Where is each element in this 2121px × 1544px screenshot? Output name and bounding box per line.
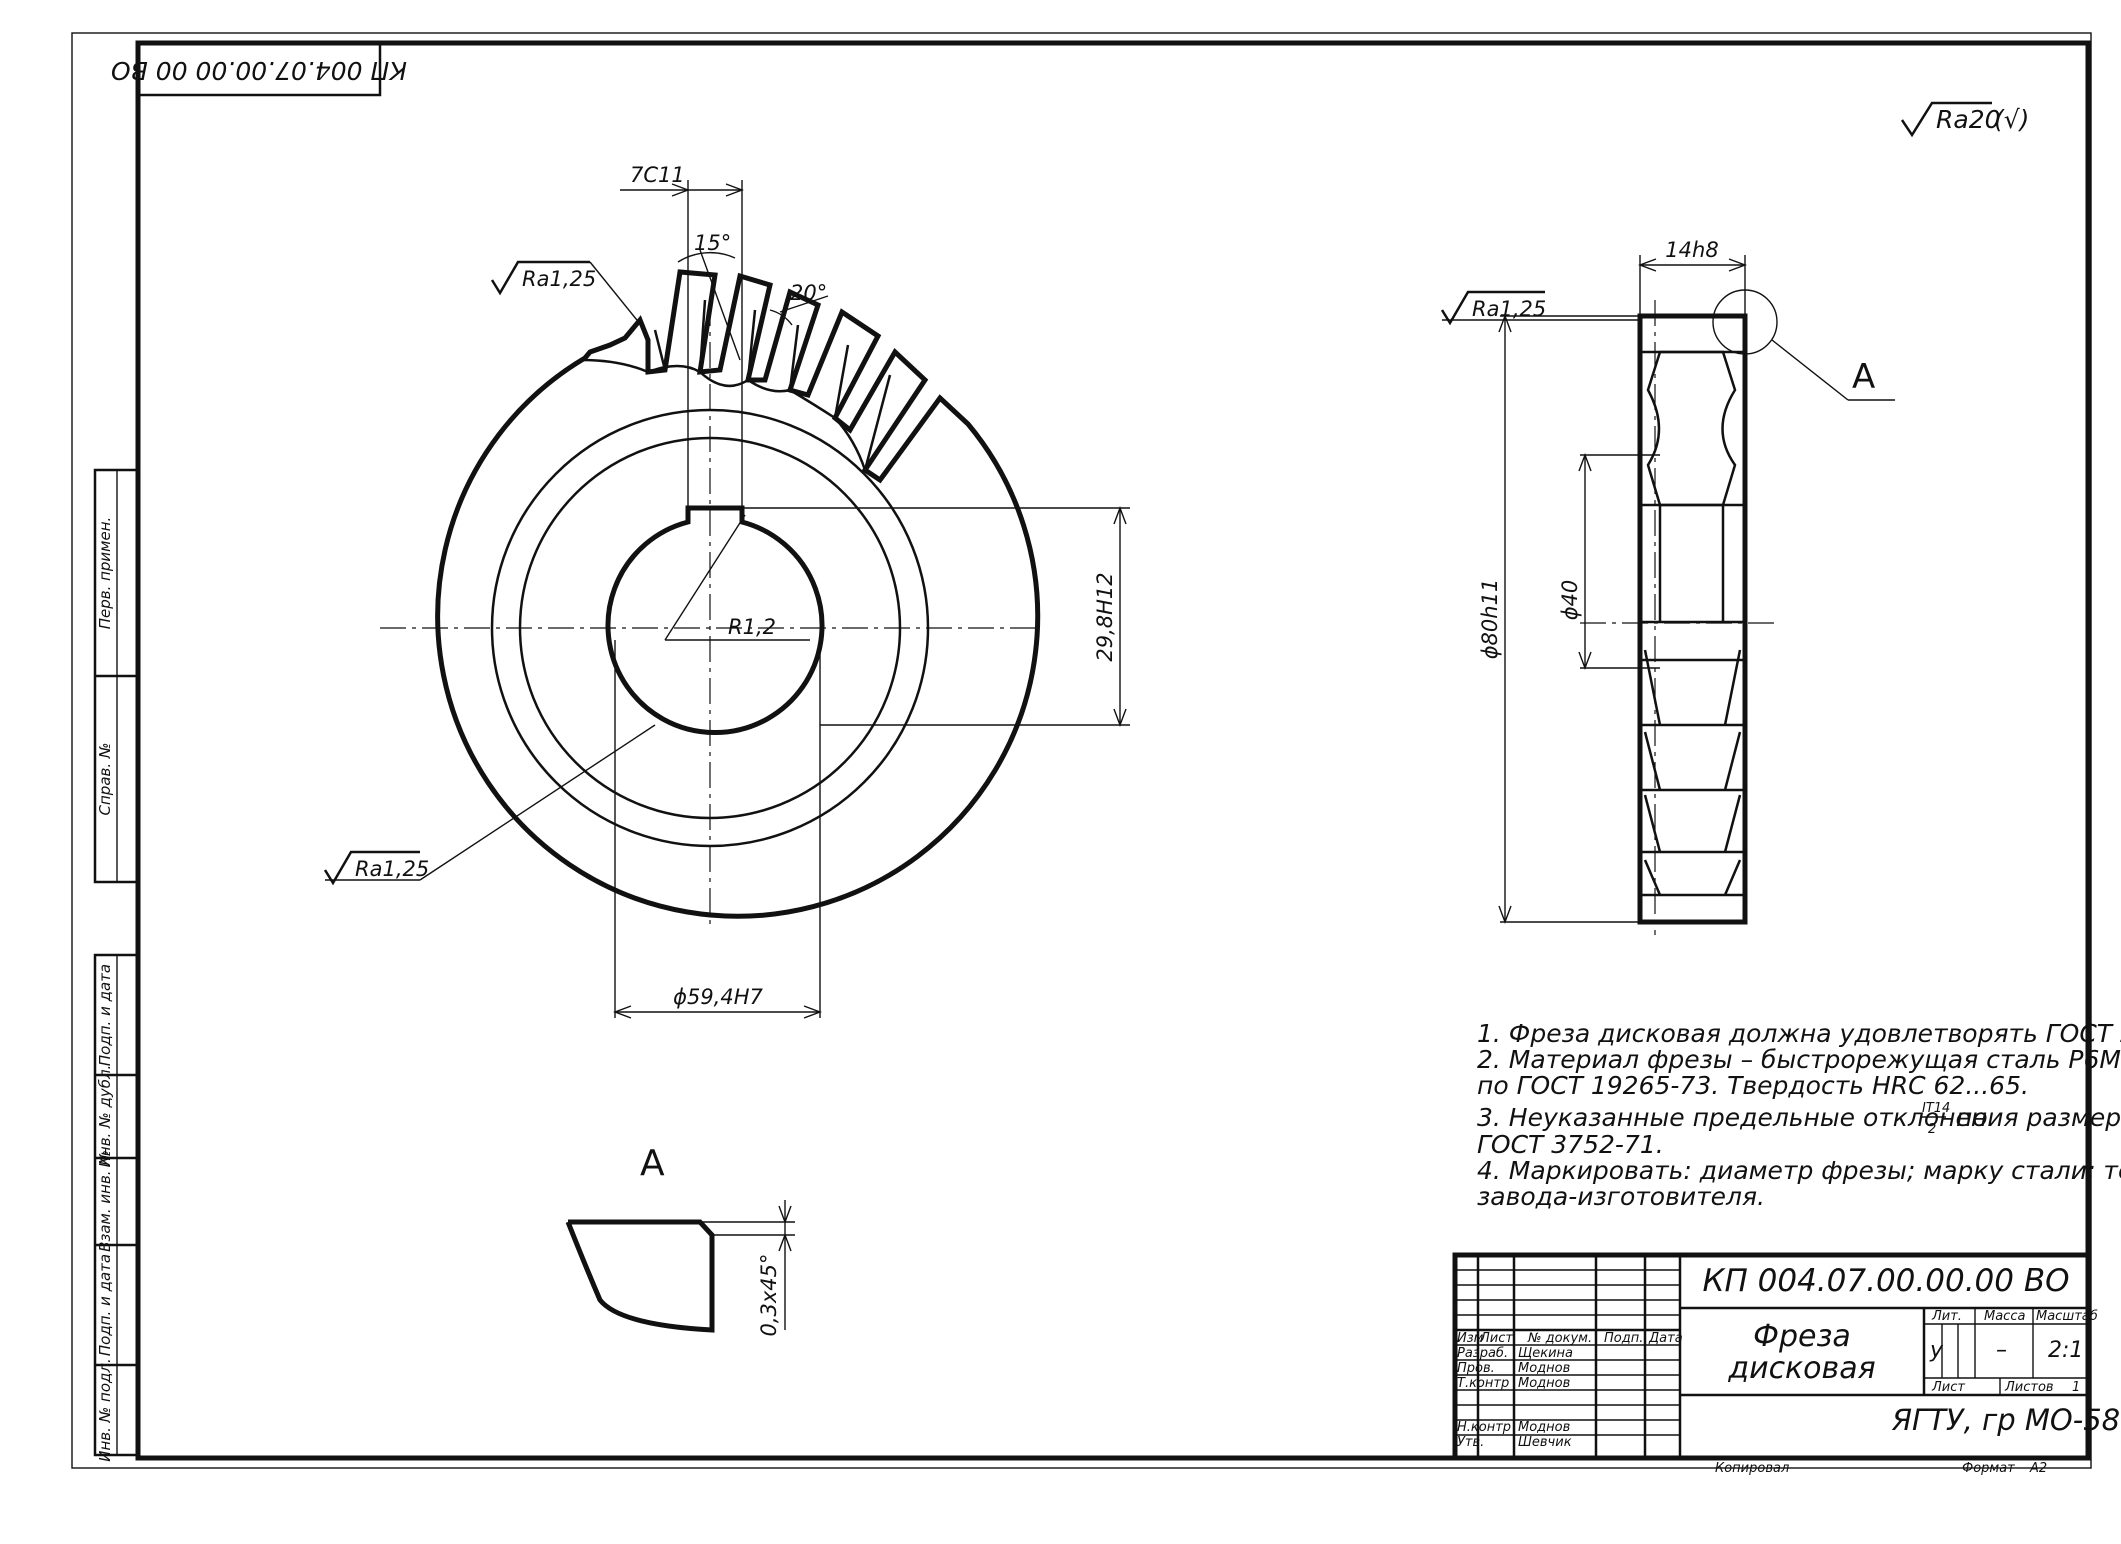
dim-roughness-1: Ra1,25 bbox=[522, 267, 596, 291]
tb-name-prov: Моднов bbox=[1518, 1361, 1570, 1376]
strip-inv-dubl: Инв. № дубл. bbox=[96, 1065, 114, 1168]
tb-name-razrab: Щекина bbox=[1518, 1346, 1573, 1361]
general-roughness-suffix: (√) bbox=[1994, 105, 2029, 134]
cutter-outer-contour bbox=[435, 269, 1041, 919]
dim-keyway: 7С11 bbox=[630, 163, 685, 187]
tb-row-utv: Утв. bbox=[1457, 1435, 1484, 1450]
bore-with-keyway bbox=[605, 505, 825, 736]
side-profile-outline bbox=[1637, 313, 1748, 925]
dim-outer: ϕ80h11 bbox=[1478, 579, 1502, 660]
tb-name-nkontr: Моднов bbox=[1518, 1420, 1570, 1435]
dim-roughness-2: Ra1,25 bbox=[355, 857, 429, 881]
roughness-symbol-3 bbox=[1440, 290, 1545, 326]
note-1: 1. Фреза дисковая должна удовлетворять Г… bbox=[1477, 1019, 2121, 1048]
detail-a-profile bbox=[565, 1219, 715, 1333]
tb-scale-value: 2:1 bbox=[2048, 1338, 2083, 1363]
tb-row-razrab: Разраб. bbox=[1457, 1346, 1508, 1361]
tb-doc-code: КП 004.07.00.00.00 ВО bbox=[1702, 1263, 2069, 1299]
roughness-symbol-1 bbox=[490, 260, 590, 296]
tb-name-utv: Шевчик bbox=[1518, 1435, 1572, 1450]
dim-chamfer: 0,3х45° bbox=[757, 1253, 781, 1336]
dim-radius: R1,2 bbox=[728, 615, 776, 639]
note-3a: 3. Неуказанные предельные отклонения раз… bbox=[1477, 1103, 2121, 1132]
gullet-profiles bbox=[581, 358, 881, 482]
tb-format-value: А2 bbox=[2029, 1461, 2047, 1476]
dim-width: 14h8 bbox=[1665, 238, 1718, 262]
tb-row-prov: Пров. bbox=[1457, 1361, 1495, 1376]
strip-sprav: Справ. № bbox=[96, 743, 114, 816]
dim-hub: ϕ40 bbox=[1558, 580, 1582, 621]
tb-mass-label: Масса bbox=[1984, 1309, 2025, 1324]
dim-angle-tooth: 20° bbox=[790, 281, 827, 305]
note-3-frac-num: IT14 bbox=[1922, 1101, 1950, 1116]
side-strip: Перв. примен. Справ. № Подп. и дата Инв.… bbox=[93, 468, 140, 1462]
tb-name-tkontr: Моднов bbox=[1518, 1376, 1570, 1391]
tb-row-tkontr: Т.контр bbox=[1457, 1376, 1509, 1391]
note-4a: 4. Маркировать: диаметр фрезы; марку ста… bbox=[1477, 1156, 2121, 1185]
side-view: А 14h8 ϕ80h11 ϕ40 Ra1,25 bbox=[1440, 238, 1895, 935]
roughness-symbol-2 bbox=[323, 850, 420, 886]
front-view: R1,2 29,8Н12 ϕ59,4Н7 7С11 15° 20° Ra1,25 bbox=[323, 163, 1130, 1019]
technical-notes: 1. Фреза дисковая должна удовлетворять Г… bbox=[1477, 1019, 2121, 1211]
tb-sheets-value: 1 bbox=[2072, 1380, 2080, 1395]
tb-col-doc: № докум. bbox=[1527, 1331, 1592, 1346]
strip-vzam-inv: Взам. инв. № bbox=[96, 1150, 114, 1252]
tb-lit-label: Лит. bbox=[1931, 1309, 1962, 1324]
dim-roughness-3: Ra1,25 bbox=[1472, 297, 1546, 321]
strip-perv-primen: Перв. примен. bbox=[96, 517, 114, 630]
note-2b: по ГОСТ 19265-73. Твердость HRC 62...65. bbox=[1477, 1071, 2029, 1100]
tb-scale-label: Масштаб bbox=[2036, 1309, 2098, 1324]
tb-organization: ЯГТУ, гр МО-58 bbox=[1891, 1403, 2120, 1437]
tb-part-name-2: дисковая bbox=[1727, 1351, 1875, 1386]
note-3c: ГОСТ 3752-71. bbox=[1477, 1130, 1664, 1159]
strip-inv-podl: Инв. № подл. bbox=[96, 1358, 114, 1461]
dim-angle-top: 15° bbox=[694, 231, 731, 255]
dim-bore: ϕ59,4Н7 bbox=[673, 985, 763, 1009]
tb-sheet-label: Лист bbox=[1931, 1380, 1965, 1395]
general-roughness: Ra20 (√) bbox=[1900, 101, 2029, 138]
note-2a: 2. Материал фрезы – быстрорежущая сталь … bbox=[1477, 1045, 2121, 1074]
note-4b: завода-изготовителя. bbox=[1477, 1182, 1765, 1211]
tb-sheets-label: Листов bbox=[2004, 1380, 2054, 1395]
top-stamp: КП 004.07.00.00 00 ВО bbox=[111, 41, 407, 97]
tb-format-label: Формат bbox=[1962, 1461, 2015, 1476]
dim-key-height: 29,8Н12 bbox=[1093, 572, 1117, 661]
drawing-frame bbox=[135, 40, 2091, 1461]
side-section-hatched bbox=[1646, 350, 1737, 507]
recess-circle-inner bbox=[518, 436, 902, 820]
tooth-relief-lines bbox=[653, 299, 932, 481]
tb-col-izm: Изм bbox=[1457, 1331, 1484, 1346]
top-stamp-code: КП 004.07.00.00 00 ВО bbox=[111, 56, 407, 85]
detail-a-title: А bbox=[640, 1143, 665, 1184]
note-3b: по bbox=[1956, 1103, 1988, 1132]
strip-podp-data-1: Подп. и дата bbox=[96, 964, 114, 1066]
side-teeth-lines bbox=[1640, 649, 1745, 897]
tb-part-name-1: Фреза bbox=[1753, 1319, 1851, 1354]
tb-lit-value: у bbox=[1929, 1338, 1944, 1363]
note-3-frac-den: 2 bbox=[1928, 1122, 1936, 1137]
radius-leader bbox=[664, 514, 746, 641]
detail-a-callout: А bbox=[1852, 357, 1875, 397]
tb-copied: Копировал bbox=[1715, 1461, 1789, 1476]
general-roughness-value: Ra20 bbox=[1936, 105, 2001, 134]
tb-col-list: Лист bbox=[1479, 1331, 1513, 1346]
tb-col-sign: Подп. bbox=[1604, 1331, 1643, 1346]
recess-circle-outer bbox=[490, 408, 930, 848]
title-block: КП 004.07.00.00.00 ВО Фреза дисковая ЯГТ… bbox=[1452, 1252, 2120, 1476]
tb-col-date: Дата bbox=[1648, 1331, 1683, 1346]
tb-mass-value: – bbox=[1996, 1338, 2007, 1363]
strip-podp-data-2: Подп. и дата bbox=[96, 1254, 114, 1356]
tb-row-nkontr: Н.контр bbox=[1457, 1420, 1511, 1435]
sheet-trim-border bbox=[71, 32, 2092, 1469]
detail-a-view: А 0,3х45° bbox=[565, 1143, 795, 1337]
